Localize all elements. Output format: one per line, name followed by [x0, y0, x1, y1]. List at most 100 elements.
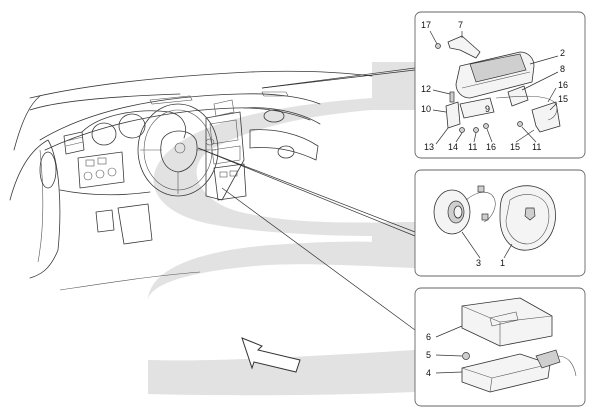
- right-dash: [243, 107, 321, 125]
- lead-11a: [473, 132, 477, 143]
- cover-notch: [489, 311, 519, 327]
- lead-16b: [486, 128, 493, 143]
- clock-spring-harness: [465, 191, 496, 223]
- callout-1: 1: [500, 258, 505, 268]
- panel-passenger-airbag: [414, 11, 586, 159]
- steering-wheel-logo: [174, 142, 186, 154]
- connector-a: [477, 185, 485, 193]
- connector-b: [481, 213, 489, 221]
- floor-line: [59, 271, 201, 291]
- lead-6: [435, 325, 463, 338]
- driver-airbag-logo: [524, 207, 536, 221]
- airbag-wiring: [495, 95, 558, 121]
- callout-2: 2: [560, 48, 565, 58]
- door-panel: [9, 139, 61, 279]
- ecu-harness: [557, 355, 577, 377]
- left-vent-slat-2: [65, 141, 84, 147]
- left-side-vent: [39, 151, 57, 189]
- lead-15a: [549, 103, 557, 111]
- leader-to-middle-panel-2: [197, 147, 416, 233]
- driver-airbag-face: [505, 194, 550, 245]
- right-mount-bracket-8: [507, 85, 529, 107]
- ecu-connector: [535, 349, 561, 369]
- lead-15b: [515, 129, 535, 143]
- lead-14: [455, 132, 463, 143]
- center-screen: [209, 119, 239, 145]
- switch-4: [85, 159, 95, 167]
- leader-to-bottom-panel: [221, 187, 416, 331]
- switch-3: [107, 167, 117, 177]
- leader-to-top-panel-2: [261, 69, 416, 89]
- screw-17: [435, 43, 441, 49]
- lead-13: [435, 127, 449, 145]
- climate-panel: [211, 145, 241, 165]
- dash-top-2: [44, 107, 311, 151]
- callout-4: 4: [426, 368, 431, 378]
- right-vent: [263, 109, 285, 123]
- callout-11b: 11: [532, 142, 541, 152]
- nut-11b: [517, 121, 523, 127]
- nut-14: [459, 127, 465, 133]
- switch-panel: [77, 151, 125, 189]
- dashboard-drawing: [9, 70, 373, 291]
- bracket-15: [531, 101, 561, 133]
- steering-wheel-hub: [160, 130, 198, 173]
- mount-plate-9: [459, 97, 495, 119]
- left-vent: [63, 131, 85, 155]
- console-switch-1: [219, 171, 228, 178]
- nut-16: [483, 123, 489, 129]
- lead-10: [432, 109, 447, 113]
- lead-8: [521, 71, 559, 91]
- callout-5: 5: [426, 350, 431, 360]
- flow-band: [148, 62, 415, 396]
- leader-lines: [197, 67, 416, 331]
- cluster-hood: [81, 110, 187, 139]
- leader-to-middle-panel-1: [197, 147, 416, 237]
- console-switch-2: [229, 170, 238, 177]
- center-console: [213, 163, 247, 201]
- airbag-module-top: [469, 53, 527, 83]
- glovebox: [249, 129, 319, 161]
- lead-3: [461, 231, 481, 259]
- ecu-edge: [489, 377, 493, 393]
- nut-5: [462, 352, 470, 360]
- center-vent: [213, 99, 235, 117]
- callout-9: 9: [485, 104, 490, 114]
- middle-panel-callouts: 3 1: [461, 231, 513, 268]
- callout-17: 17: [421, 20, 431, 30]
- a-pillar: [13, 95, 41, 151]
- callout-10: 10: [421, 104, 431, 114]
- callout-16b: 16: [486, 142, 496, 152]
- switch-5: [97, 157, 107, 165]
- left-mount-bracket-10: [445, 101, 461, 129]
- pedal-box: [95, 209, 115, 233]
- lead-12: [432, 89, 451, 95]
- control-unit-4: [461, 353, 551, 393]
- lead-1: [503, 243, 513, 259]
- center-stack: [205, 111, 245, 201]
- airbag-module-strap: [461, 71, 531, 89]
- door-edge: [37, 149, 44, 263]
- lead-4: [435, 371, 463, 374]
- defrost-vent: [149, 95, 193, 105]
- lead-11b: [521, 126, 537, 143]
- windshield-line: [29, 70, 373, 99]
- clock-spring-hub: [453, 205, 463, 219]
- left-vent-slat-1: [65, 136, 84, 142]
- flow-band-shape: [148, 62, 415, 396]
- switch-1: [83, 171, 93, 181]
- lower-dash: [59, 189, 151, 196]
- callout-14: 14: [448, 142, 458, 152]
- bolt-12: [449, 91, 455, 103]
- nut-11a: [473, 127, 479, 133]
- callout-16a: 16: [558, 80, 568, 90]
- gauge-right: [118, 113, 146, 139]
- lead-2: [529, 55, 559, 65]
- dash-top: [39, 93, 321, 141]
- windshield-frame: [29, 93, 181, 111]
- callout-11a: 11: [468, 142, 477, 152]
- callout-13: 13: [424, 142, 434, 152]
- steering-wheel-rim: [137, 103, 219, 197]
- bottom-panel-callouts: 6 5 4: [426, 325, 463, 378]
